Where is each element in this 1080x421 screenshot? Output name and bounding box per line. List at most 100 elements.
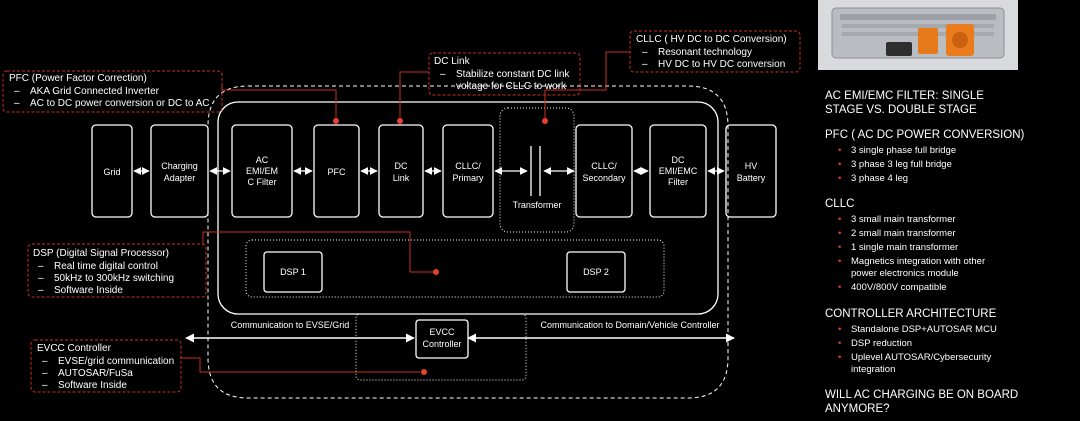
dclink-dot (397, 118, 403, 124)
pfc-bullet-1: • (838, 145, 841, 156)
ac-emi-line3: C Filter (248, 177, 277, 187)
dsp-annotation-item-1: Real time digital control (54, 261, 158, 272)
cllc-dot (542, 118, 548, 124)
dc-emi-line1: DC (672, 155, 685, 165)
dsp-annotation-title: DSP (Digital Signal Processor) (33, 248, 169, 259)
evcc-annotation: EVCC Controller – EVSE/grid communicatio… (30, 339, 182, 393)
cllc-annotation-title: CLLC ( HV DC to DC Conversion) (636, 34, 787, 45)
pfc-annotation-item-1: AKA Grid Connected Inverter (30, 86, 160, 97)
pfc-label: PFC (328, 167, 347, 177)
hv-battery-block: HV Battery (725, 124, 777, 218)
dsp-connector (202, 231, 434, 273)
cllc-dash-1: – (642, 47, 648, 58)
pfc-annotation-title: PFC (Power Factor Correction) (9, 73, 147, 84)
dsp-dash-2: – (38, 273, 44, 284)
ctrl-bullet-1: • (838, 324, 841, 335)
hv-battery-line1: HV (745, 161, 758, 171)
evcc-dotted-area (355, 313, 527, 381)
annotation-connectors (180, 51, 630, 373)
evcc-connector (180, 357, 420, 373)
charging-adapter-line1: Charging (161, 161, 198, 171)
side-ctrl-item-1: Standalone DSP+AUTOSAR MCU (851, 324, 997, 335)
side-pfc-item-2: 3 phase 3 leg full bridge (851, 159, 952, 170)
side-cllc-heading: CLLC (825, 198, 854, 210)
cllc-bullet-3: • (838, 242, 841, 253)
cllc-connector (544, 51, 630, 120)
svg-text:CLLC/Primary: CLLC/Primary (453, 161, 484, 183)
dclink-annotation: DC Link – Stabilize constant DC link vol… (428, 52, 581, 96)
cllc-secondary-line1: CLLC/ (591, 161, 617, 171)
evcc-dash-1: – (42, 356, 48, 367)
evcc-annotation-item-3: Software Inside (58, 380, 127, 391)
transformer-symbol: Transformer (513, 146, 562, 210)
evcc-annotation-title: EVCC Controller (37, 343, 112, 354)
pfc-connector (221, 83, 337, 120)
dsp2-block: DSP 2 (566, 251, 626, 293)
side-question-line1: WILL AC CHARGING BE ON BOARD (825, 389, 1018, 401)
dclink-annotation-title: DC Link (434, 56, 471, 67)
comm-vehicle-label: Communication to Domain/Vehicle Controll… (540, 320, 719, 330)
ac-emi-line2: EMI/EM (246, 166, 278, 176)
dsp-annotation-item-2: 50kHz to 300kHz switching (54, 273, 174, 284)
cllc-primary-line1: CLLC/ (455, 161, 481, 171)
side-cllc-item-2: 2 small main transformer (851, 228, 956, 239)
cllc-annotation-item-2: HV DC to HV DC conversion (658, 59, 785, 70)
dclink-connector (399, 71, 429, 120)
side-ctrl-item-3: Uplevel AUTOSAR/Cybersecurity (851, 352, 992, 363)
power-stage-enclosure (217, 101, 719, 315)
hv-battery-line2: Battery (737, 173, 766, 183)
dc-emi-line2: EMI/EMC (659, 166, 698, 176)
dsp-dash-3: – (38, 285, 44, 296)
side-pfc-heading: PFC ( AC DC POWER CONVERSION) (825, 129, 1025, 141)
cllc-annotation: CLLC ( HV DC to DC Conversion) – Resonan… (629, 30, 801, 73)
side-panel: AC EMI/EMC FILTER: SINGLE STAGE VS. DOUB… (825, 90, 1025, 415)
evcc-line2: Controller (422, 339, 461, 349)
side-cllc-item-5: power electronics module (851, 268, 959, 279)
dc-emi-line3: Filter (668, 177, 688, 187)
transformer-block (499, 107, 575, 233)
evcc-dash-2: – (42, 368, 48, 379)
dsp1-block: DSP 1 (263, 251, 323, 293)
product-photo-image (818, 0, 1018, 70)
charging-adapter-line2: Adapter (164, 173, 196, 183)
side-cllc-item-6: 400V/800V compatible (851, 282, 947, 293)
connector-dots (333, 118, 548, 375)
pfc-dot (333, 118, 339, 124)
dc-link-line1: DC (395, 161, 408, 171)
cllc-bullet-6: • (838, 282, 841, 293)
side-cllc-item-3: 1 single main transformer (851, 242, 958, 253)
svg-text:CLLC/Secondary: CLLC/Secondary (582, 161, 626, 183)
dclink-dash-1: – (440, 69, 446, 80)
dsp1-label: DSP 1 (280, 267, 306, 277)
dclink-annotation-item-2: voltage for CLLC to work (456, 81, 567, 92)
pfc-dash-2: – (14, 98, 20, 109)
transformer-label: Transformer (513, 200, 562, 210)
pfc-dash-1: – (14, 86, 20, 97)
side-cllc-item-4: Magnetics integration with other (851, 256, 985, 267)
side-pfc-item-3: 3 phase 4 leg (851, 173, 908, 184)
ctrl-bullet-2: • (838, 338, 841, 349)
grid-block: Grid (91, 124, 133, 218)
side-ctrl-heading: CONTROLLER ARCHITECTURE (825, 308, 997, 320)
dsp-dot (433, 269, 439, 275)
pfc-block: PFC (313, 124, 360, 218)
dclink-annotation-item-1: Stabilize constant DC link (456, 69, 570, 80)
side-ctrl-item-4: integration (851, 364, 895, 375)
comm-evse-label: Communication to EVSE/Grid (231, 320, 350, 330)
evcc-dash-3: – (42, 380, 48, 391)
cllc-primary-line2: Primary (453, 173, 484, 183)
cllc-dash-2: – (642, 59, 648, 70)
cllc-bullet-1: • (838, 214, 841, 225)
cllc-primary-block: CLLC/Primary (442, 124, 494, 218)
dsp-dash-1: – (38, 261, 44, 272)
side-headline-line1: AC EMI/EMC FILTER: SINGLE (825, 90, 984, 102)
pfc-annotation: PFC (Power Factor Correction) – AKA Grid… (2, 70, 223, 113)
ctrl-bullet-3: • (838, 352, 841, 363)
